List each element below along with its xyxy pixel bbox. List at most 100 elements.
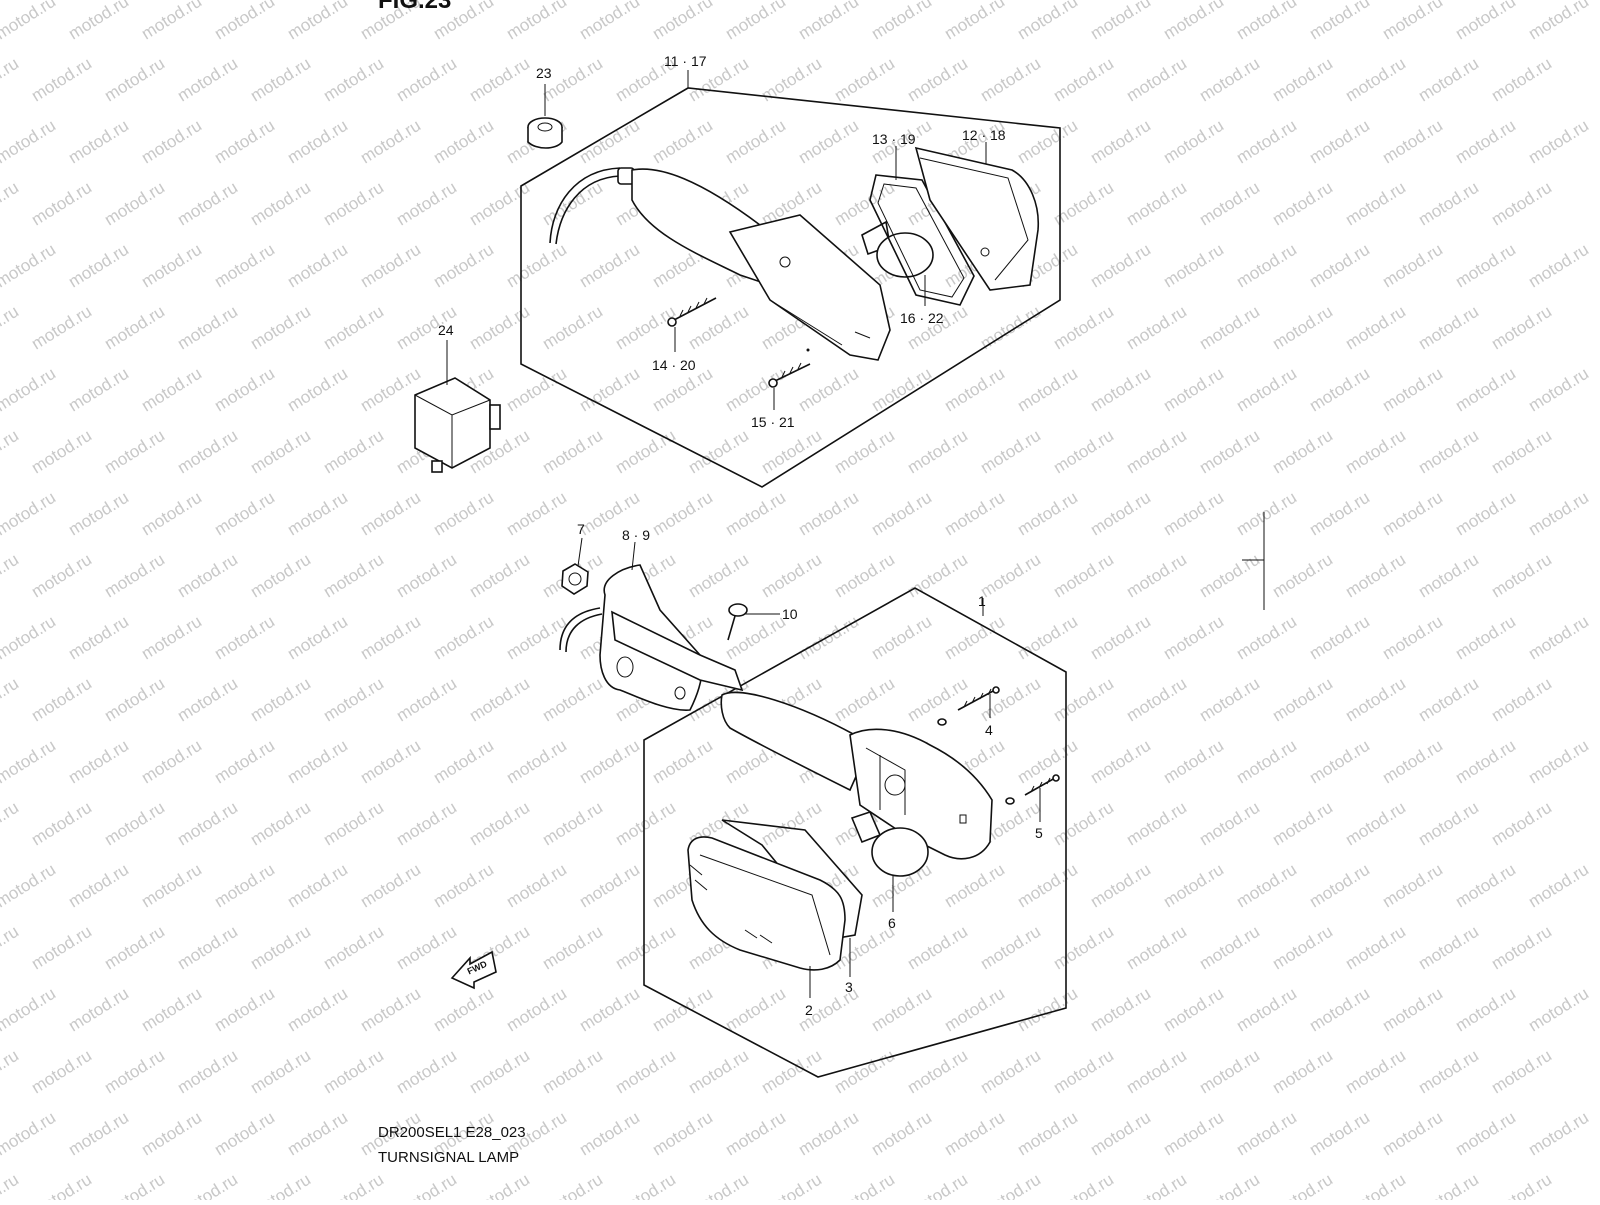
screw-15-21 (768, 348, 811, 388)
watermark-text: motod.ru (649, 1108, 716, 1160)
watermark-text: motod.ru (868, 1108, 935, 1160)
watermark-text: motod.ru (1233, 116, 1300, 168)
watermark-text: motod.ru (795, 612, 862, 664)
watermark-text: motod.ru (1269, 54, 1336, 106)
watermark-text: motod.ru (576, 240, 643, 292)
watermark-text: motod.ru (430, 240, 497, 292)
watermark-text: motod.ru (65, 240, 132, 292)
watermark-text: motod.ru (0, 426, 22, 478)
watermark-text: motod.ru (1379, 488, 1446, 540)
watermark-text: motod.ru (211, 736, 278, 788)
watermark-text: motod.ru (503, 736, 570, 788)
front-lens-gasket (869, 174, 975, 306)
watermark-text: motod.ru (211, 240, 278, 292)
watermark-text: motod.ru (1233, 612, 1300, 664)
watermark-text: motod.ru (576, 1108, 643, 1160)
watermark-text: motod.ru (1269, 426, 1336, 478)
watermark-text: motod.ru (1488, 550, 1555, 602)
watermark-text: motod.ru (211, 612, 278, 664)
watermark-text: motod.ru (320, 302, 387, 354)
watermark-text: motod.ru (466, 1170, 533, 1200)
watermark-text: motod.ru (0, 612, 59, 664)
watermark-text: motod.ru (1342, 1046, 1409, 1098)
watermark-text: motod.ru (1160, 736, 1227, 788)
watermark-text: motod.ru (1379, 116, 1446, 168)
watermark-text: motod.ru (0, 116, 59, 168)
watermark-text: motod.ru (1306, 0, 1373, 43)
watermark-text: motod.ru (1269, 674, 1336, 726)
watermark-text: motod.ru (722, 1108, 789, 1160)
callout-14-20: 14 · 20 (652, 357, 696, 373)
watermark-text: motod.ru (65, 860, 132, 912)
watermark-text: motod.ru (247, 550, 314, 602)
watermark-text: motod.ru (941, 364, 1008, 416)
watermark-text: motod.ru (649, 116, 716, 168)
watermark-text: motod.ru (1525, 860, 1592, 912)
watermark-text: motod.ru (941, 860, 1008, 912)
watermark-text: motod.ru (1123, 426, 1190, 478)
watermark-text: motod.ru (1014, 364, 1081, 416)
watermark-text: motod.ru (1123, 1170, 1190, 1200)
watermark-text: motod.ru (284, 860, 351, 912)
watermark-text: motod.ru (1269, 1046, 1336, 1098)
watermark-text: motod.ru (1306, 860, 1373, 912)
watermark-text: motod.ru (1525, 488, 1592, 540)
watermark-text: motod.ru (1452, 240, 1519, 292)
watermark-text: motod.ru (320, 550, 387, 602)
watermark-text: motod.ru (211, 0, 278, 43)
watermark-text: motod.ru (758, 1046, 825, 1098)
watermark-text: motod.ru (0, 984, 59, 1036)
rear-turnsignal-lamp (720, 691, 993, 860)
watermark-text: motod.ru (1306, 488, 1373, 540)
watermark-text: motod.ru (138, 116, 205, 168)
watermark-text: motod.ru (1342, 54, 1409, 106)
watermark-text: motod.ru (1123, 1046, 1190, 1098)
watermark-text: motod.ru (612, 922, 679, 974)
watermark-text: motod.ru (1488, 798, 1555, 850)
watermark-text: motod.ru (576, 736, 643, 788)
watermark-text: motod.ru (211, 364, 278, 416)
watermark-text: motod.ru (1196, 178, 1263, 230)
watermark-text: motod.ru (539, 1170, 606, 1200)
watermark-text: motod.ru (1014, 984, 1081, 1036)
watermark-text: motod.ru (1050, 922, 1117, 974)
watermark-text: motod.ru (101, 426, 168, 478)
watermark-text: motod.ru (1196, 426, 1263, 478)
watermark-text: motod.ru (138, 736, 205, 788)
watermark-text: motod.ru (1014, 736, 1081, 788)
watermark-text: motod.ru (0, 860, 59, 912)
watermark-text: motod.ru (539, 426, 606, 478)
watermark-text: motod.ru (1452, 860, 1519, 912)
watermark-text: motod.ru (1233, 364, 1300, 416)
watermark-text: motod.ru (1050, 550, 1117, 602)
watermark-text: motod.ru (0, 54, 22, 106)
watermark-text: motod.ru (101, 1170, 168, 1200)
watermark-text: motod.ru (868, 488, 935, 540)
watermark-text: motod.ru (211, 1108, 278, 1160)
watermark-text: motod.ru (1123, 178, 1190, 230)
watermark-text: motod.ru (138, 1108, 205, 1160)
watermark-text: motod.ru (576, 860, 643, 912)
watermark-text: motod.ru (1014, 0, 1081, 43)
watermark-text: motod.ru (1196, 1170, 1263, 1200)
watermark-text: motod.ru (795, 0, 862, 43)
watermark-text: motod.ru (831, 54, 898, 106)
callout-23: 23 (536, 65, 552, 81)
watermark-text: motod.ru (0, 178, 22, 230)
watermark-text: motod.ru (466, 798, 533, 850)
watermark-text: motod.ru (393, 922, 460, 974)
watermark-text: motod.ru (1415, 674, 1482, 726)
watermark-text: motod.ru (1415, 1170, 1482, 1200)
watermark-text: motod.ru (174, 178, 241, 230)
watermark-text: motod.ru (1488, 674, 1555, 726)
watermark-text: motod.ru (1050, 302, 1117, 354)
watermark-text: motod.ru (466, 1046, 533, 1098)
callout-24: 24 (438, 322, 454, 338)
watermark-text: motod.ru (722, 488, 789, 540)
watermark-text: motod.ru (138, 240, 205, 292)
watermark-text: motod.ru (795, 488, 862, 540)
watermark-text: motod.ru (393, 550, 460, 602)
watermark-text: motod.ru (174, 550, 241, 602)
watermark-text: motod.ru (174, 1170, 241, 1200)
